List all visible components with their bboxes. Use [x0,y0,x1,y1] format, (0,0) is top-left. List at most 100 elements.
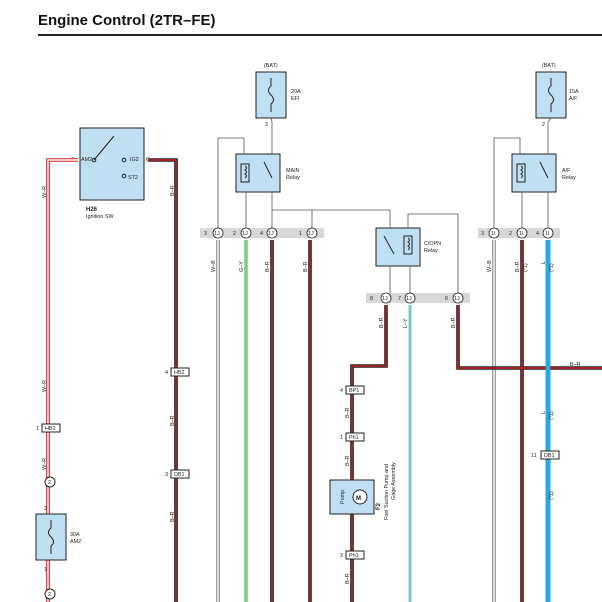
svg-text:B–R: B–R [170,185,176,196]
svg-text:1J: 1J [214,231,220,237]
svg-text:A/F: A/F [569,96,578,102]
relay-wiring [217,117,552,293]
svg-text:Relay: Relay [286,175,300,181]
svg-text:2: 2 [509,231,512,237]
svg-text:20A: 20A [291,89,301,95]
svg-text:4: 4 [165,370,168,376]
svg-text:F2: F2 [376,502,382,510]
svg-text:(BAT): (BAT) [542,63,556,69]
wire-labels: W–R W–R W–R B–R B–R B–R W–B G–Y B–R B–R … [42,185,581,584]
svg-text:A/F: A/F [562,168,571,174]
svg-text:1: 1 [44,567,47,573]
svg-text:1I: 1I [491,231,496,237]
svg-text:L–Y: L–Y [403,318,409,328]
connector-pin-labels: 1J 1J 1J 1J 1I 1I 1I 1J 1J 1J 3 2 4 1 3 … [204,231,550,302]
svg-text:1I: 1I [519,231,524,237]
svg-text:4: 4 [340,388,343,394]
svg-text:ST2: ST2 [128,175,138,181]
svg-text:3: 3 [340,553,343,559]
ignition-switch: 7 AM2 IG2 6 ST2 H26 Ignition SW [71,127,149,220]
svg-text:B–R: B–R [451,317,457,328]
svg-text:1J: 1J [454,296,460,302]
svg-text:M: M [356,496,361,502]
af-relay: A/F Relay [511,153,576,193]
am2-fuse: 2 30A AM2 2 1 2 [35,476,81,600]
svg-text:3: 3 [204,231,207,237]
svg-text:W–B: W–B [211,260,217,272]
copn-relay: C/OPN Relay [375,227,441,267]
svg-text:B–R: B–R [170,415,176,426]
svg-text:Ph1: Ph1 [349,435,359,441]
svg-text:B–R: B–R [345,455,351,466]
svg-text:1J: 1J [406,296,412,302]
page-title: Engine Control (2TR–FE) [38,12,216,29]
fuel-pump: M Pump F2 Fuel Suction Pump and Gage Ass… [329,462,397,520]
wires [46,158,602,602]
main-relay: MAIN Relay [235,153,300,193]
svg-text:B–R: B–R [379,317,385,328]
svg-text:EFI: EFI [291,96,299,102]
svg-text:4: 4 [260,231,263,237]
svg-text:L: L [541,411,547,414]
af-fuse: (BAT) 15A A/F 2 [535,63,579,128]
svg-text:Relay: Relay [424,248,438,254]
svg-text:1J: 1J [268,231,274,237]
svg-text:(*1): (*1) [523,263,529,272]
svg-text:1J: 1J [382,296,388,302]
svg-text:(BAT): (BAT) [264,63,278,69]
svg-text:1J: 1J [242,231,248,237]
svg-text:HB2: HB2 [174,370,185,376]
svg-text:(*1): (*1) [549,263,555,272]
svg-text:IG2: IG2 [130,157,139,163]
svg-text:6: 6 [445,296,448,302]
svg-text:G–Y: G–Y [239,261,245,272]
svg-text:2: 2 [265,122,268,128]
inline-connectors: HB2 4 DB1 3 HB2 1 BP1 4 Ph1 1 Ph1 3 DB1 … [36,367,560,560]
svg-text:Relay: Relay [562,175,576,181]
svg-text:1: 1 [299,231,302,237]
svg-text:B–R: B–R [515,261,521,272]
svg-text:HB2: HB2 [45,426,56,432]
svg-text:C/OPN: C/OPN [424,241,441,247]
svg-text:H26: H26 [86,207,98,213]
svg-text:7: 7 [398,296,401,302]
connector-pins [212,227,554,304]
svg-text:B–R: B–R [303,261,309,272]
svg-text:Fuel Suction Pump and: Fuel Suction Pump and [384,464,390,520]
svg-text:6: 6 [146,157,149,163]
svg-text:L: L [541,261,547,264]
svg-text:1I: 1I [545,231,550,237]
svg-text:W–R: W–R [42,186,48,198]
svg-text:8: 8 [370,296,373,302]
svg-text:MAIN: MAIN [286,168,300,174]
svg-text:W–R: W–R [42,380,48,392]
svg-text:Ph1: Ph1 [349,553,359,559]
svg-text:Gage Assembly: Gage Assembly [391,462,397,500]
svg-text:1: 1 [340,435,343,441]
svg-text:DB1: DB1 [174,472,185,478]
svg-text:1J: 1J [308,231,314,237]
title-rule [38,34,602,36]
svg-text:30A: 30A [70,532,80,538]
svg-text:15A: 15A [569,89,579,95]
svg-text:3: 3 [481,231,484,237]
connector-bar-1j [200,228,324,238]
svg-text:(*1): (*1) [549,491,555,500]
svg-text:2: 2 [233,231,236,237]
svg-text:B–R: B–R [265,261,271,272]
svg-text:B–R: B–R [570,362,581,368]
connector-bar-copn [366,293,470,303]
svg-text:B–R: B–R [345,407,351,418]
svg-text:Ignition SW: Ignition SW [86,214,114,220]
svg-text:B–R: B–R [170,511,176,522]
svg-text:4: 4 [536,231,539,237]
svg-text:B–R: B–R [345,573,351,584]
svg-text:2: 2 [44,506,47,512]
svg-text:BP1: BP1 [349,388,359,394]
svg-text:3: 3 [165,472,168,478]
svg-text:2: 2 [542,122,545,128]
svg-text:W–R: W–R [42,458,48,470]
svg-text:W–B: W–B [487,260,493,272]
svg-text:1: 1 [36,426,39,432]
svg-text:2: 2 [48,480,51,486]
